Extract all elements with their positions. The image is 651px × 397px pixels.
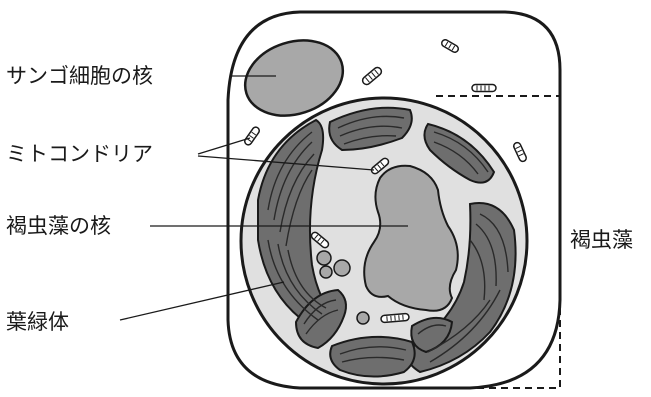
- label-zooxanthella-nucleus: 褐虫藻の核: [6, 214, 111, 238]
- label-mitochondria: ミトコンドリア: [6, 142, 153, 166]
- label-coral-nucleus: サンゴ細胞の核: [6, 64, 153, 88]
- label-zooxanthella: 褐虫藻: [570, 228, 633, 252]
- label-chloroplast: 葉緑体: [6, 310, 69, 334]
